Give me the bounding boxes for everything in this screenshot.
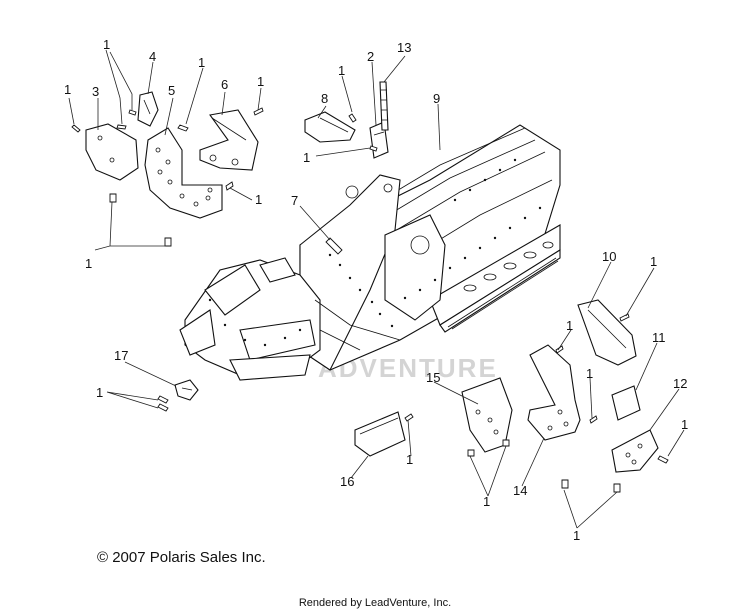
callout-17: 17 (114, 348, 128, 363)
leader-lines (68, 49, 685, 529)
callout-4: 4 (149, 49, 156, 64)
callout-1: 1 (586, 366, 593, 381)
part-8-bracket (304, 111, 356, 143)
callout-1: 1 (483, 494, 490, 509)
callout-10: 10 (602, 249, 616, 264)
callout-2: 2 (367, 49, 374, 64)
part-12-plate (611, 429, 659, 473)
callout-1: 1 (64, 82, 71, 97)
callout-1: 1 (566, 318, 573, 333)
callout-8: 8 (321, 91, 328, 106)
chassis-frame (179, 124, 561, 381)
callout-1: 1 (303, 150, 310, 165)
callout-15: 15 (426, 370, 440, 385)
callout-1: 1 (85, 256, 92, 271)
callout-5: 5 (168, 83, 175, 98)
callout-6: 6 (221, 77, 228, 92)
callout-1: 1 (406, 452, 413, 467)
part-3-bracket (85, 123, 139, 181)
rendered-by-credit: Rendered by LeadVenture, Inc. (298, 597, 452, 609)
callout-16: 16 (340, 474, 354, 489)
callout-13: 13 (397, 40, 411, 55)
part-13-strap (379, 81, 389, 131)
callout-12: 12 (673, 376, 687, 391)
part-17-tab (174, 379, 199, 401)
part-4-bracket (137, 91, 159, 127)
callout-1: 1 (681, 417, 688, 432)
callout-1: 1 (255, 192, 262, 207)
callout-1: 1 (573, 528, 580, 543)
callout-1: 1 (103, 37, 110, 52)
callout-1: 1 (650, 254, 657, 269)
part-10-plate (577, 299, 637, 366)
part-6-bracket (199, 109, 259, 171)
part-11-plate (611, 385, 641, 421)
part-5-footrest (144, 127, 223, 219)
callout-7: 7 (291, 193, 298, 208)
callout-1: 1 (338, 63, 345, 78)
callout-1: 1 (198, 55, 205, 70)
callout-3: 3 (92, 84, 99, 99)
copyright-notice: © 2007 Polaris Sales Inc. (97, 549, 266, 566)
callout-9: 9 (433, 91, 440, 106)
callout-labels: 1 1 3 4 5 1 6 1 1 1 1 2 13 8 9 1 7 10 1 … (64, 37, 688, 543)
callout-1: 1 (96, 385, 103, 400)
callout-14: 14 (513, 483, 527, 498)
callout-11: 11 (652, 330, 666, 345)
part-14-footrest (527, 344, 581, 441)
rivets (71, 107, 669, 493)
callout-1: 1 (257, 74, 264, 89)
part-16-bracket (354, 411, 406, 457)
part-7-bolt (325, 237, 343, 255)
